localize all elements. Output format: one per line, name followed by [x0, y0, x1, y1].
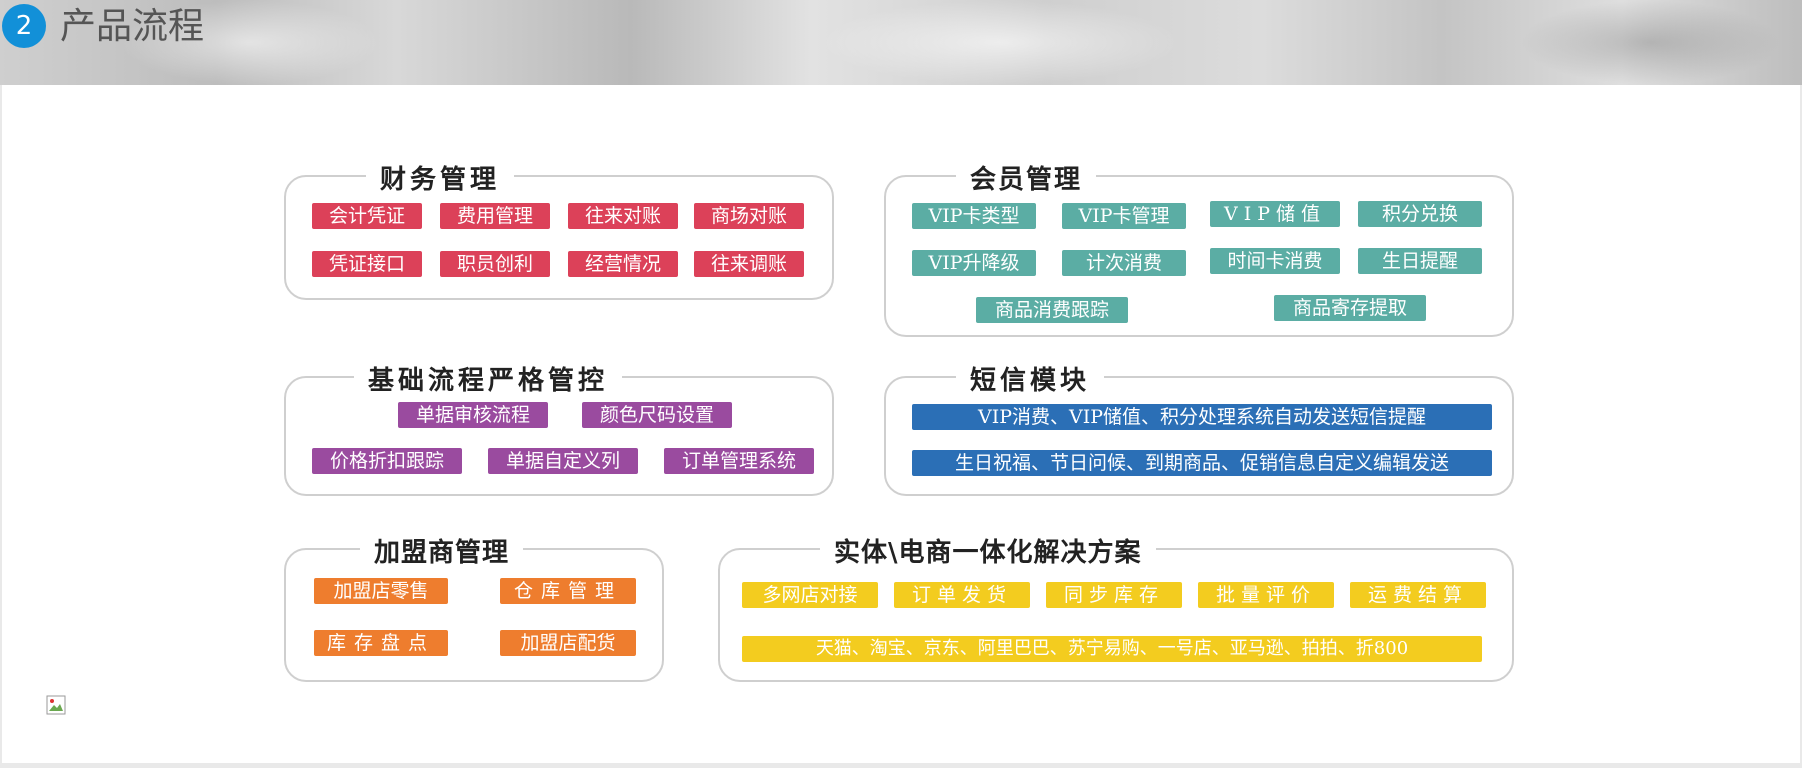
banner-shadow [1520, 0, 1780, 85]
tag-ecommerce-item: 批量评价 [1198, 582, 1334, 608]
tag-member-item: 商品寄存提取 [1274, 295, 1426, 321]
tag-ecommerce-item: 多网店对接 [742, 582, 878, 608]
tag-finance-item: 凭证接口 [312, 251, 422, 277]
tag-franchise-item: 加盟店配货 [500, 630, 636, 656]
tag-finance-item: 职员创利 [440, 251, 550, 277]
tag-member-item: VIP卡类型 [912, 203, 1036, 229]
tag-finance-item: 往来对账 [568, 203, 678, 229]
tag-sms-item: 生日祝福、节日问候、到期商品、促销信息自定义编辑发送 [912, 450, 1492, 476]
tag-franchise-item: 库存盘点 [314, 630, 448, 656]
tag-member-item: VIP储值 [1210, 201, 1340, 227]
panel-title-ecommerce: 实体\电商一体化解决方案 [820, 532, 1156, 569]
tag-member-item: VIP卡管理 [1062, 203, 1186, 229]
panel-title-sms: 短信模块 [956, 360, 1105, 397]
step-number-badge: 2 [2, 4, 46, 48]
tag-member-item: 生日提醒 [1358, 248, 1482, 274]
tag-member-item: 商品消费跟踪 [976, 297, 1128, 323]
tag-finance-item: 经营情况 [568, 251, 678, 277]
panel-title-process: 基础流程严格管控 [354, 360, 623, 397]
tag-ecommerce-item: 运费结算 [1350, 582, 1486, 608]
tag-member-item: 时间卡消费 [1210, 248, 1340, 274]
tag-process-item: 单据审核流程 [398, 402, 548, 428]
tag-process-item: 订单管理系统 [664, 448, 814, 474]
tag-finance-item: 费用管理 [440, 203, 550, 229]
panel-title-franchise: 加盟商管理 [360, 532, 524, 569]
tag-process-item: 单据自定义列 [488, 448, 638, 474]
panel-finance: 财务管理 会计凭证 费用管理 往来对账 商场对账 凭证接口 职员创利 经营情况 … [284, 159, 834, 300]
tag-ecommerce-item: 订单发货 [894, 582, 1030, 608]
banner-highlight [820, 0, 1180, 85]
banner-highlight [120, 0, 380, 85]
tag-finance-item: 往来调账 [694, 251, 804, 277]
tag-sms-item: VIP消费、VIP储值、积分处理系统自动发送短信提醒 [912, 404, 1492, 430]
panel-sms: 短信模块 VIP消费、VIP储值、积分处理系统自动发送短信提醒 生日祝福、节日问… [884, 360, 1514, 496]
tag-franchise-item: 加盟店零售 [314, 578, 448, 604]
panel-process: 基础流程严格管控 单据审核流程 颜色尺码设置 价格折扣跟踪 单据自定义列 订单管… [284, 360, 834, 496]
panel-franchise: 加盟商管理 加盟店零售 仓库管理 库存盘点 加盟店配货 [284, 532, 664, 682]
header-banner: 2 产品流程 [0, 0, 1802, 85]
tag-member-item: 计次消费 [1062, 250, 1186, 276]
tag-finance-item: 商场对账 [694, 203, 804, 229]
page-title: 产品流程 [60, 6, 205, 47]
panel-member: 会员管理 VIP卡类型 VIP卡管理 VIP储值 积分兑换 VIP升降级 计次消… [884, 159, 1514, 337]
tag-ecommerce-item: 天猫、淘宝、京东、阿里巴巴、苏宁易购、一号店、亚马逊、拍拍、折800 [742, 636, 1482, 662]
panel-title-finance: 财务管理 [366, 159, 515, 196]
tag-franchise-item: 仓库管理 [500, 578, 636, 604]
tag-ecommerce-item: 同步库存 [1046, 582, 1182, 608]
panel-title-member: 会员管理 [956, 159, 1097, 196]
tag-finance-item: 会计凭证 [312, 203, 422, 229]
product-flow-canvas: 财务管理 会计凭证 费用管理 往来对账 商场对账 凭证接口 职员创利 经营情况 … [2, 85, 1800, 763]
tag-member-item: VIP升降级 [912, 250, 1036, 276]
tag-process-item: 价格折扣跟踪 [312, 448, 462, 474]
tag-process-item: 颜色尺码设置 [582, 402, 732, 428]
tag-member-item: 积分兑换 [1358, 201, 1482, 227]
panel-ecommerce: 实体\电商一体化解决方案 多网店对接 订单发货 同步库存 批量评价 运费结算 天… [718, 532, 1514, 682]
broken-image-icon [46, 695, 66, 715]
